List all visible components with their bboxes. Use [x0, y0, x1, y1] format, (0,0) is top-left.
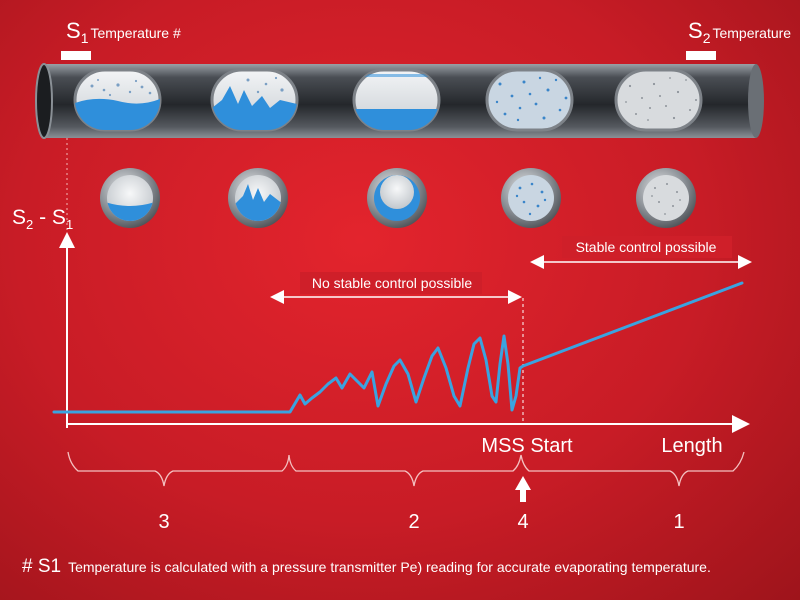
s2-subscript: 2 [703, 30, 711, 46]
s1-label: Temperature # [90, 25, 180, 41]
superheat-curve [52, 281, 744, 414]
s1-sensor-tag [61, 51, 91, 60]
cross-section-5 [636, 168, 696, 228]
x-axis-arrow-icon [732, 415, 750, 433]
zone-number-3: 3 [158, 511, 169, 533]
y-axis-label: S2 - S1 [12, 206, 73, 232]
y-axis-arrow-icon [59, 232, 75, 248]
unstable-range: No stable control possible [270, 272, 522, 304]
s2-letter: S [688, 18, 703, 43]
pipe-outlet [748, 64, 764, 138]
x-axis-label: Length [661, 435, 722, 457]
s2-label: Temperature [712, 25, 791, 41]
unstable-range-label: No stable control possible [312, 275, 473, 291]
stable-range: Stable control possible [530, 236, 752, 269]
cross-section-3 [367, 168, 427, 228]
zone-number-2: 2 [408, 511, 419, 533]
zone-brace [67, 451, 745, 487]
s2-sensor-tag [686, 51, 716, 60]
footnote-marker: # S1 [22, 556, 61, 577]
y-axis [59, 232, 75, 428]
pipe-window-5 [614, 68, 703, 132]
pipe-window-4 [485, 68, 574, 132]
mss-start-label: MSS Start [481, 435, 573, 457]
arrow-up-icon [515, 476, 531, 502]
x-axis [67, 415, 750, 433]
cross-section-4 [501, 168, 561, 228]
pipe-window-2 [210, 68, 299, 132]
pipe-window-3 [352, 68, 441, 132]
footnote-text: Temperature is calculated with a pressur… [68, 559, 711, 575]
stable-right-arrow-icon [738, 255, 752, 269]
stable-range-label: Stable control possible [576, 239, 717, 255]
cross-section-1 [100, 168, 160, 228]
unstable-left-arrow-icon [270, 290, 284, 304]
cross-section-2 [228, 168, 288, 228]
footnote: # S1 Temperature is calculated with a pre… [22, 556, 711, 577]
pipe-inlet [35, 63, 53, 139]
unstable-right-arrow-icon [508, 290, 522, 304]
s1-letter: S [66, 18, 81, 43]
zone-number-4: 4 [517, 511, 528, 533]
stable-left-arrow-icon [530, 255, 544, 269]
pipe-window-1 [73, 68, 162, 132]
zone-number-1: 1 [673, 511, 684, 533]
s1-subscript: 1 [81, 30, 89, 46]
